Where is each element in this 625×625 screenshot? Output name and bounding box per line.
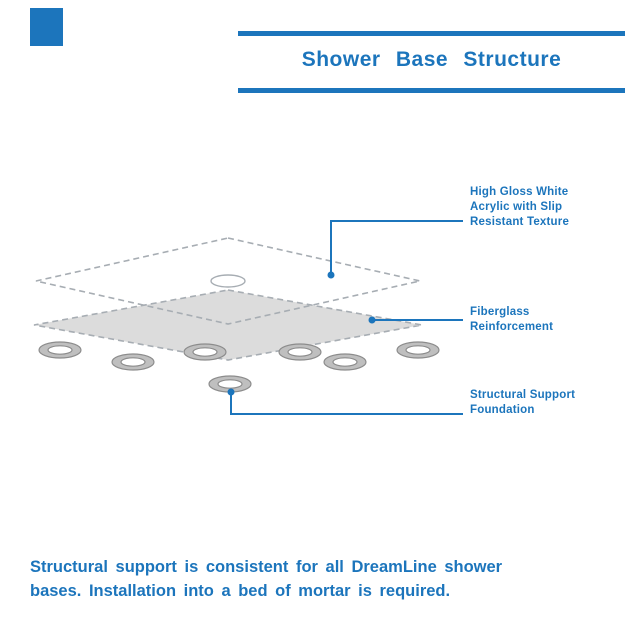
support-foot (323, 353, 367, 371)
callout-dot-fiberglass (368, 316, 376, 324)
logo-mark (30, 8, 63, 46)
support-foot (278, 343, 322, 361)
callout-lines (230, 220, 463, 415)
callout-dots (227, 271, 376, 396)
header-rule-top (238, 31, 625, 36)
callout-dot-foundation (227, 388, 235, 396)
fiberglass-slab (33, 289, 423, 361)
support-foot (38, 341, 82, 359)
header-rule-bottom (238, 88, 625, 93)
callout-line-foundation (230, 395, 463, 415)
support-feet (38, 341, 440, 393)
support-foot (396, 341, 440, 359)
support-foot (111, 353, 155, 371)
callout-acrylic-label: High Gloss White Acrylic with Slip Resis… (470, 186, 570, 229)
callout-fiberglass-label: Fiberglass Reinforcement (470, 306, 554, 334)
drain-icon (210, 274, 246, 288)
callout-line-acrylic (330, 220, 463, 272)
page-title: Shower Base Structure (301, 48, 562, 71)
footer-note: Structural support is consistent for all… (30, 558, 503, 600)
support-foot (183, 343, 227, 361)
acrylic-surface (35, 237, 421, 325)
callout-foundation-label: Structural Support Foundation (470, 389, 576, 417)
acrylic-layer (35, 237, 421, 325)
fiberglass-layer (33, 289, 423, 361)
callout-dot-acrylic (327, 271, 335, 279)
